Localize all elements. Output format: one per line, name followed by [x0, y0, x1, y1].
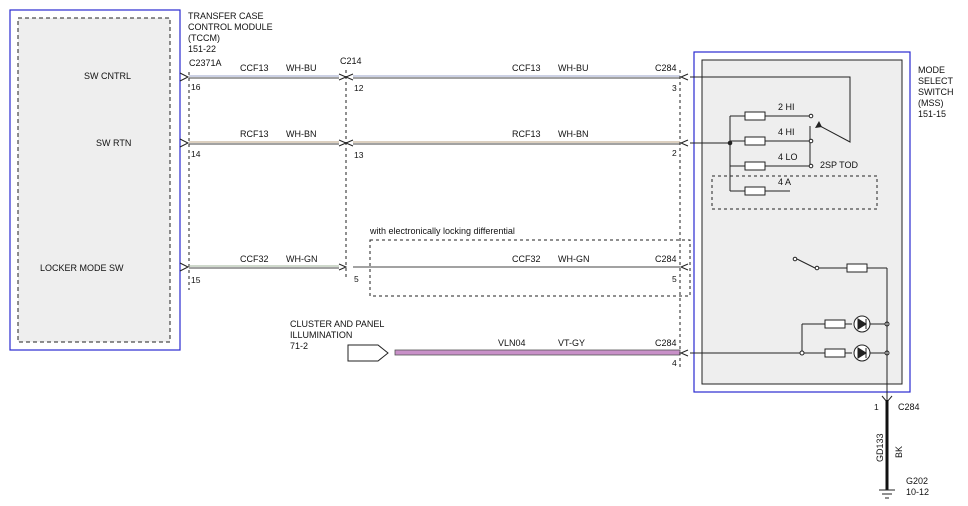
tccm-title-line-3: (TCCM): [188, 33, 220, 43]
option-note: with electronically locking differential: [369, 226, 515, 236]
c284-label-illum: C284: [655, 338, 677, 348]
tccm-module-box: [17, 17, 171, 343]
option-label-2sp-tod: 2SP TOD: [820, 160, 859, 170]
c284-pin-3: 3: [672, 83, 677, 93]
wire-sw-cntrl-circuit-left: CCF13: [240, 63, 269, 73]
resistor-4a: [744, 186, 766, 196]
mss-title-line-4: (MSS): [918, 98, 944, 108]
tccm-title-line-4: 151-22: [188, 44, 216, 54]
mss-wiper-arrow: [815, 121, 822, 128]
illumination-connector-icon: [347, 344, 389, 362]
wire-locker: [189, 265, 680, 269]
c284-pin-5: 5: [672, 274, 677, 284]
ground-connector-c284: C284: [898, 402, 920, 412]
c284-arrow-5: [679, 263, 689, 271]
tccm-pin-16: 16: [191, 82, 201, 92]
ground-circuit: GD133: [875, 433, 885, 462]
wire-illum: [394, 349, 681, 356]
illumination-title-line-1: CLUSTER AND PANEL: [290, 319, 384, 329]
illumination-title: CLUSTER AND PANEL ILLUMINATION 71-2: [290, 319, 384, 351]
mss-title-line-1: MODE: [918, 65, 945, 75]
mss-contacts: [808, 113, 814, 169]
tccm-pin-15: 15: [191, 275, 201, 285]
c284-pin-4: 4: [672, 358, 677, 368]
wire-sw-rtn: [189, 141, 680, 145]
tccm-arrow-14: [179, 138, 190, 148]
option-box-2sp-tod: [711, 175, 878, 210]
mss-internal-wiring: [690, 76, 851, 192]
wire-sw-cntrl-color-left: WH-BU: [286, 63, 317, 73]
contact-4lo: [808, 163, 814, 169]
ground-color: BK: [894, 446, 904, 458]
mss-title-line-3: SWITCH: [918, 87, 954, 97]
wire-locker-color-left: WH-GN: [286, 254, 318, 264]
option-box-locking-diff: [369, 239, 691, 297]
c214-pin-13: 13: [354, 150, 364, 160]
wire-sw-rtn-circuit-right: RCF13: [512, 129, 541, 139]
c214-arrow-12b: [344, 73, 354, 81]
tccm-title-line-1: TRANSFER CASE: [188, 11, 264, 21]
tccm-arrow-15: [179, 262, 190, 272]
wire-sw-cntrl-circuit-right: CCF13: [512, 63, 541, 73]
wire-locker-color-right: WH-GN: [558, 254, 590, 264]
wire-sw-rtn-color-left: WH-BN: [286, 129, 317, 139]
position-2hi: 2 HI: [778, 102, 795, 112]
position-4lo: 4 LO: [778, 152, 798, 162]
wire-locker-circuit-left: CCF32: [240, 254, 269, 264]
tccm-title: TRANSFER CASE CONTROL MODULE (TCCM) 151-…: [188, 11, 273, 54]
contact-4hi: [808, 138, 814, 144]
mss-title: MODE SELECT SWITCH (MSS) 151-15: [918, 65, 954, 119]
wire-sw-rtn-circuit-left: RCF13: [240, 129, 269, 139]
mss-title-line-2: SELECT: [918, 76, 954, 86]
wire-illum-circuit: VLN04: [498, 338, 526, 348]
tccm-pin-label-sw-cntrl: SW CNTRL: [84, 71, 131, 81]
connector-c2371a: C2371A: [189, 58, 222, 68]
tccm-pin-14: 14: [191, 149, 201, 159]
tccm-pin-label-sw-rtn: SW RTN: [96, 138, 131, 148]
resistor-2hi: [744, 111, 766, 121]
locker-switch: [792, 256, 887, 273]
position-4a: 4 A: [778, 177, 791, 187]
c214-arrow-5a: [338, 263, 348, 271]
wire-illum-color: VT-GY: [558, 338, 585, 348]
tccm-title-line-2: CONTROL MODULE: [188, 22, 273, 32]
c284-pin-2: 2: [672, 148, 677, 158]
illumination-title-line-2: ILLUMINATION: [290, 330, 352, 340]
ground-symbol-icon: [879, 489, 895, 499]
tccm-arrow-16: [179, 72, 190, 82]
ground-pin-1: 1: [874, 402, 879, 412]
contact-2hi: [808, 113, 814, 119]
c284-arrow-3: [679, 73, 689, 81]
wire-sw-cntrl-color-right: WH-BU: [558, 63, 589, 73]
c284-label-top: C284: [655, 63, 677, 73]
tccm-pin-label-locker-mode-sw: LOCKER MODE SW: [40, 263, 124, 273]
c214-pin-12: 12: [354, 83, 364, 93]
wire-sw-cntrl: [189, 75, 680, 79]
ground-name: G202: [906, 476, 928, 486]
resistor-4lo: [744, 161, 766, 171]
c284-arrow-2: [679, 139, 689, 147]
mss-title-line-5: 151-15: [918, 109, 946, 119]
position-4hi: 4 HI: [778, 127, 795, 137]
c284-label-locker: C284: [655, 254, 677, 264]
c214-arrow-13b: [344, 139, 354, 147]
c214-pin-5: 5: [354, 274, 359, 284]
mss-resistors: [744, 111, 766, 196]
wire-locker-circuit-right: CCF32: [512, 254, 541, 264]
c284-arrow-4: [679, 349, 689, 357]
illumination-title-line-3: 71-2: [290, 341, 308, 351]
resistor-4hi: [744, 136, 766, 146]
mss-led-circuit: [690, 268, 890, 400]
ground-ref: 10-12: [906, 487, 929, 497]
connector-c214: C214: [340, 56, 362, 66]
wire-sw-rtn-color-right: WH-BN: [558, 129, 589, 139]
